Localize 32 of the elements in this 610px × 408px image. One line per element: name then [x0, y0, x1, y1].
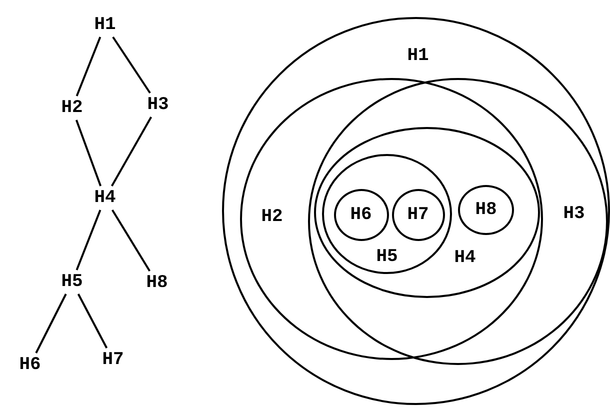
- node-label: H4: [85, 186, 125, 210]
- node-label: H2: [52, 96, 92, 120]
- circle: [314, 127, 540, 298]
- circle: [322, 154, 452, 274]
- circle-label: H5: [376, 248, 398, 266]
- circle: [334, 189, 389, 241]
- circle-label: H7: [407, 206, 429, 224]
- node-label: H5: [52, 270, 92, 294]
- circle-label: H8: [475, 201, 497, 219]
- circle-label: H2: [261, 208, 283, 226]
- node-label: H6: [10, 353, 50, 377]
- circle-label: H1: [407, 47, 429, 65]
- connector-line: [112, 36, 151, 94]
- node-label: H3: [138, 93, 178, 117]
- circle-label: H3: [563, 205, 585, 223]
- node-label: H8: [137, 271, 177, 295]
- connector-line: [77, 294, 108, 348]
- circle: [458, 185, 514, 235]
- connector-line: [76, 210, 102, 270]
- circle-label: H6: [350, 206, 372, 224]
- connector-line: [111, 209, 151, 272]
- circle-label: H4: [454, 249, 476, 267]
- connector-line: [75, 120, 102, 186]
- connector-line: [110, 116, 152, 186]
- circle: [308, 78, 608, 365]
- circle: [392, 189, 445, 241]
- node-label: H7: [93, 348, 133, 372]
- connector-line: [35, 294, 67, 354]
- circle: [240, 78, 543, 360]
- node-label: H1: [85, 13, 125, 37]
- connector-line: [76, 36, 102, 96]
- circle: [222, 17, 610, 405]
